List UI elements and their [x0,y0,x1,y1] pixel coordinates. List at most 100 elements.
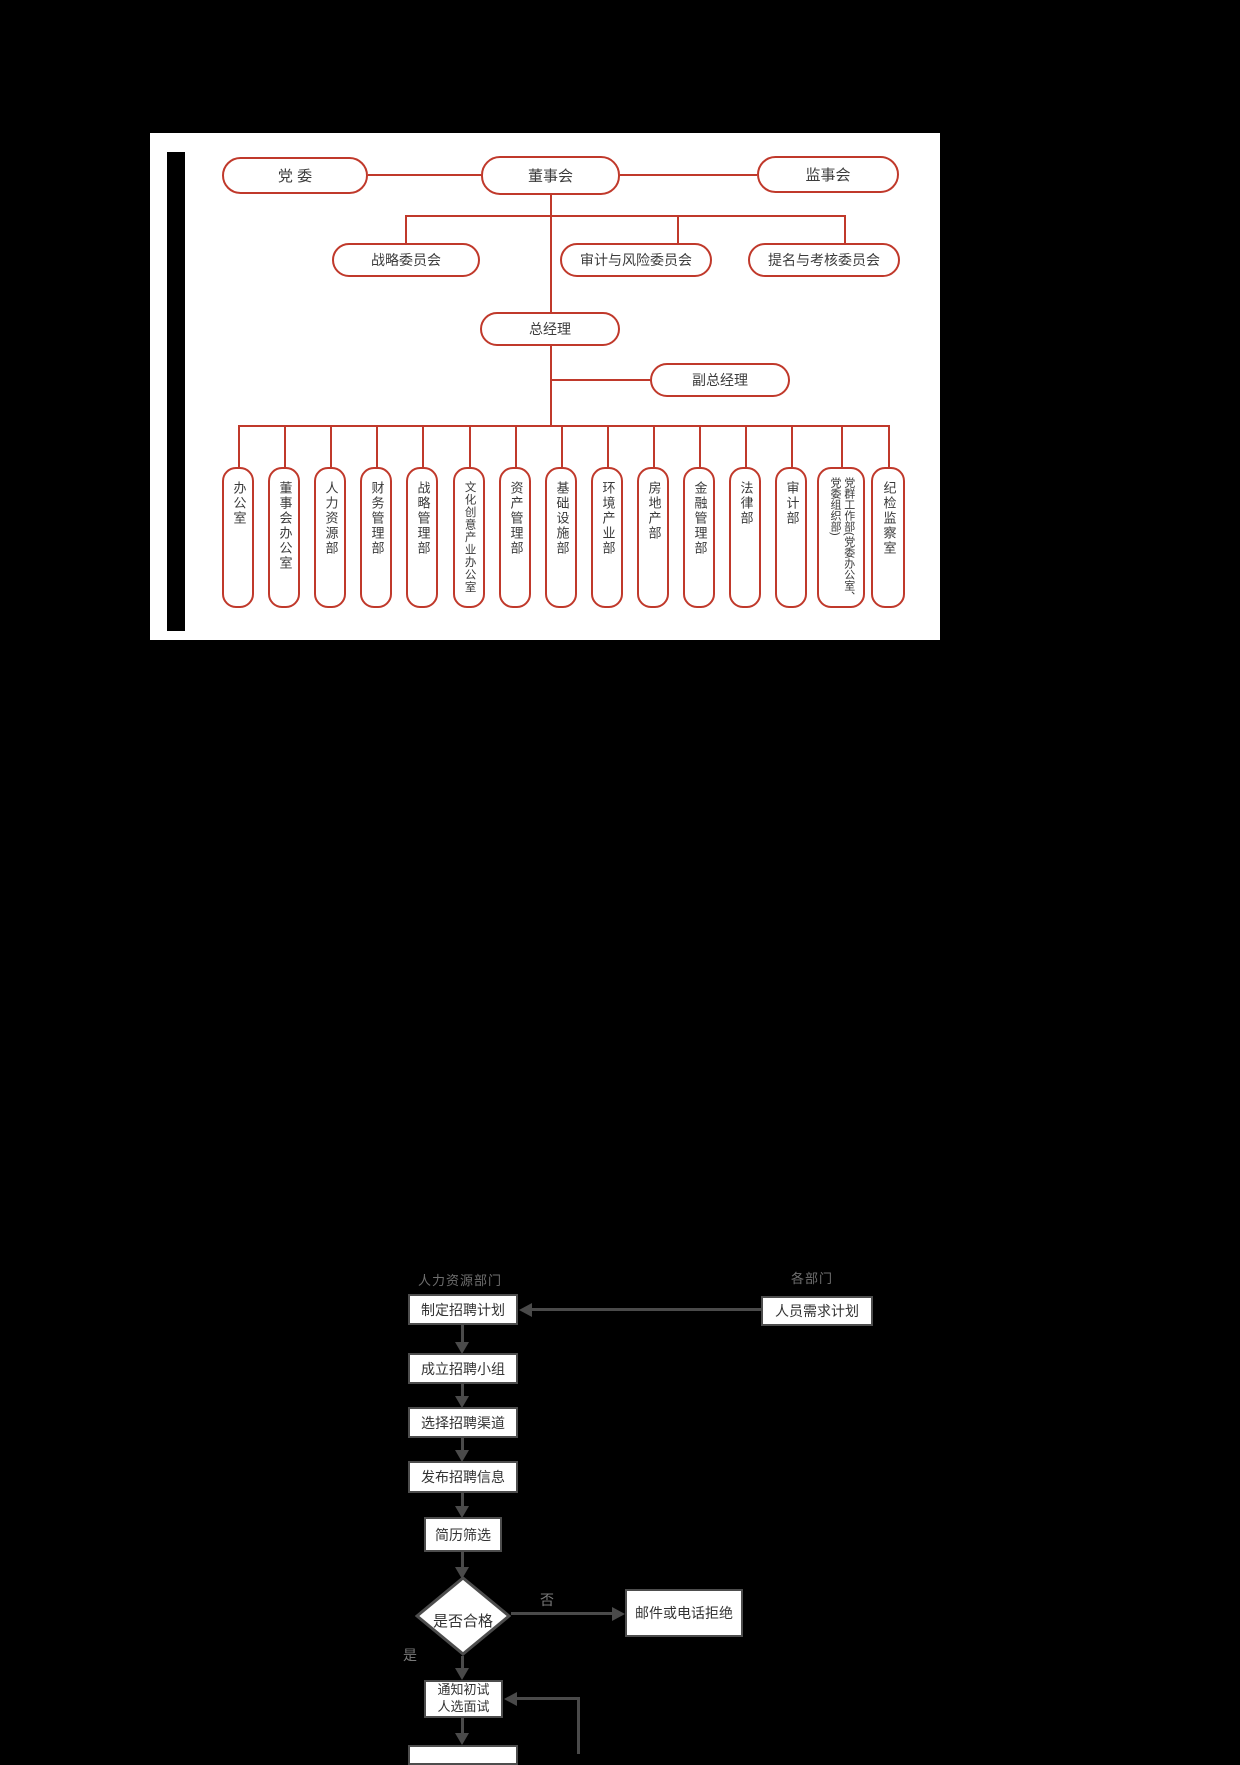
decision-label: 是否合格 [432,1613,493,1630]
flow-connector [517,1697,580,1700]
node-nomination-committee: 提名与考核委员会 [748,243,900,277]
dept-board-office: 董事会办公室 [268,467,300,608]
node-board: 董事会 [481,156,620,195]
dept-legal: 法律部 [729,467,761,608]
dept-party-work: 党群工作部(党委办公室、党委组织部) [817,467,865,608]
dept-label: 战略管理部 [415,481,431,556]
flow-reject-box: 邮件或电话拒绝 [625,1589,743,1637]
node-strategy-committee: 战略委员会 [332,243,480,277]
connector [888,425,890,467]
flow-step-resume-screening: 简历筛选 [424,1517,502,1552]
arrowhead-down [455,1342,469,1354]
connector [677,215,679,243]
flow-decision-qualified: 是否合格 [414,1576,512,1656]
flow-connector [461,1384,464,1397]
dept-assets: 资产管理部 [499,467,531,608]
connector [405,215,407,243]
dept-label: 董事会办公室 [277,481,293,571]
connector [653,425,655,467]
dept-label: 财务管理部 [369,481,385,556]
flow-step-publish-info: 发布招聘信息 [408,1461,518,1493]
connector [284,425,286,467]
connector [238,425,240,467]
flow-connector [461,1325,464,1343]
dept-label: 审计部 [784,481,800,526]
connector [791,425,793,467]
node-audit-risk-committee: 审计与风险委员会 [560,243,712,277]
flow-next-box-partial [408,1745,518,1765]
flow-connector [577,1697,580,1754]
flow-step-form-team: 成立招聘小组 [408,1353,518,1384]
dept-label: 基础设施部 [554,481,570,556]
branch-label-no: 否 [540,1592,554,1608]
dept-label: 办公室 [231,481,247,526]
diamond-shape [414,1576,512,1656]
flow-connector [461,1656,464,1669]
dept-label: 法律部 [738,481,754,526]
dept-label: 房地产部 [646,481,662,541]
arrowhead-left [519,1303,532,1317]
lane-label-hr: 人力资源部门 [418,1273,503,1288]
dept-finance-mgmt: 金融管理部 [683,467,715,608]
page-edge-bar [167,152,185,631]
connector [550,346,552,425]
arrowhead-down [455,1450,469,1462]
arrowhead-right [612,1607,625,1621]
connector [422,425,424,467]
dept-cultural-creative: 文化创意产业办公室 [453,467,485,608]
flow-connector [461,1493,464,1507]
connector [550,215,552,312]
notify-line2: 人选面试 [437,1699,490,1714]
dept-label: 环境产业部 [600,481,616,556]
branch-label-yes: 是 [403,1647,417,1663]
arrowhead-left [504,1692,517,1706]
connector [607,425,609,467]
connector [515,425,517,467]
dept-audit: 审计部 [775,467,807,608]
lane-label-departments: 各部门 [791,1271,834,1286]
dept-label: 纪检监察室 [881,481,897,556]
dept-label: 党群工作部(党委办公室、党委组织部) [829,477,855,602]
dept-strategy: 战略管理部 [406,467,438,608]
dept-label: 人力资源部 [323,481,339,556]
flow-connector [461,1552,464,1568]
connector [699,425,701,467]
flow-connector [461,1438,464,1451]
flow-step-make-plan: 制定招聘计划 [408,1294,518,1325]
flow-connector [532,1308,761,1311]
org-chart-page: 党 委 董事会 监事会 战略委员会 审计与风险委员会 提名与考核委员会 总经理 … [150,133,940,640]
connector [745,425,747,467]
node-general-manager: 总经理 [480,312,620,346]
flow-connector [461,1718,464,1734]
connector [376,425,378,467]
arrowhead-down [455,1567,469,1579]
node-party-committee: 党 委 [222,157,368,194]
connector [550,379,650,381]
dept-label: 资产管理部 [508,481,524,556]
connector [550,195,552,215]
connector [330,425,332,467]
connector [841,425,843,467]
node-supervisory-board: 监事会 [757,156,899,193]
dept-discipline-inspection: 纪检监察室 [871,467,905,608]
flow-notify-interview-box: 通知初试 人选面试 [424,1680,503,1718]
dept-infrastructure: 基础设施部 [545,467,577,608]
arrowhead-down [455,1396,469,1408]
notify-line1: 通知初试 [437,1682,490,1698]
dept-label: 文化创意产业办公室 [463,481,476,594]
connector [405,215,846,217]
flow-need-plan: 人员需求计划 [761,1296,873,1326]
connector [620,174,757,176]
connector [844,215,846,243]
connector [561,425,563,467]
dept-environment: 环境产业部 [591,467,623,608]
flow-connector [511,1612,612,1615]
dept-finance: 财务管理部 [360,467,392,608]
arrowhead-down [455,1733,469,1745]
node-deputy-general-manager: 副总经理 [650,363,790,397]
connector [469,425,471,467]
connector [238,425,890,427]
flow-step-choose-channel: 选择招聘渠道 [408,1407,518,1438]
arrowhead-down [455,1506,469,1518]
